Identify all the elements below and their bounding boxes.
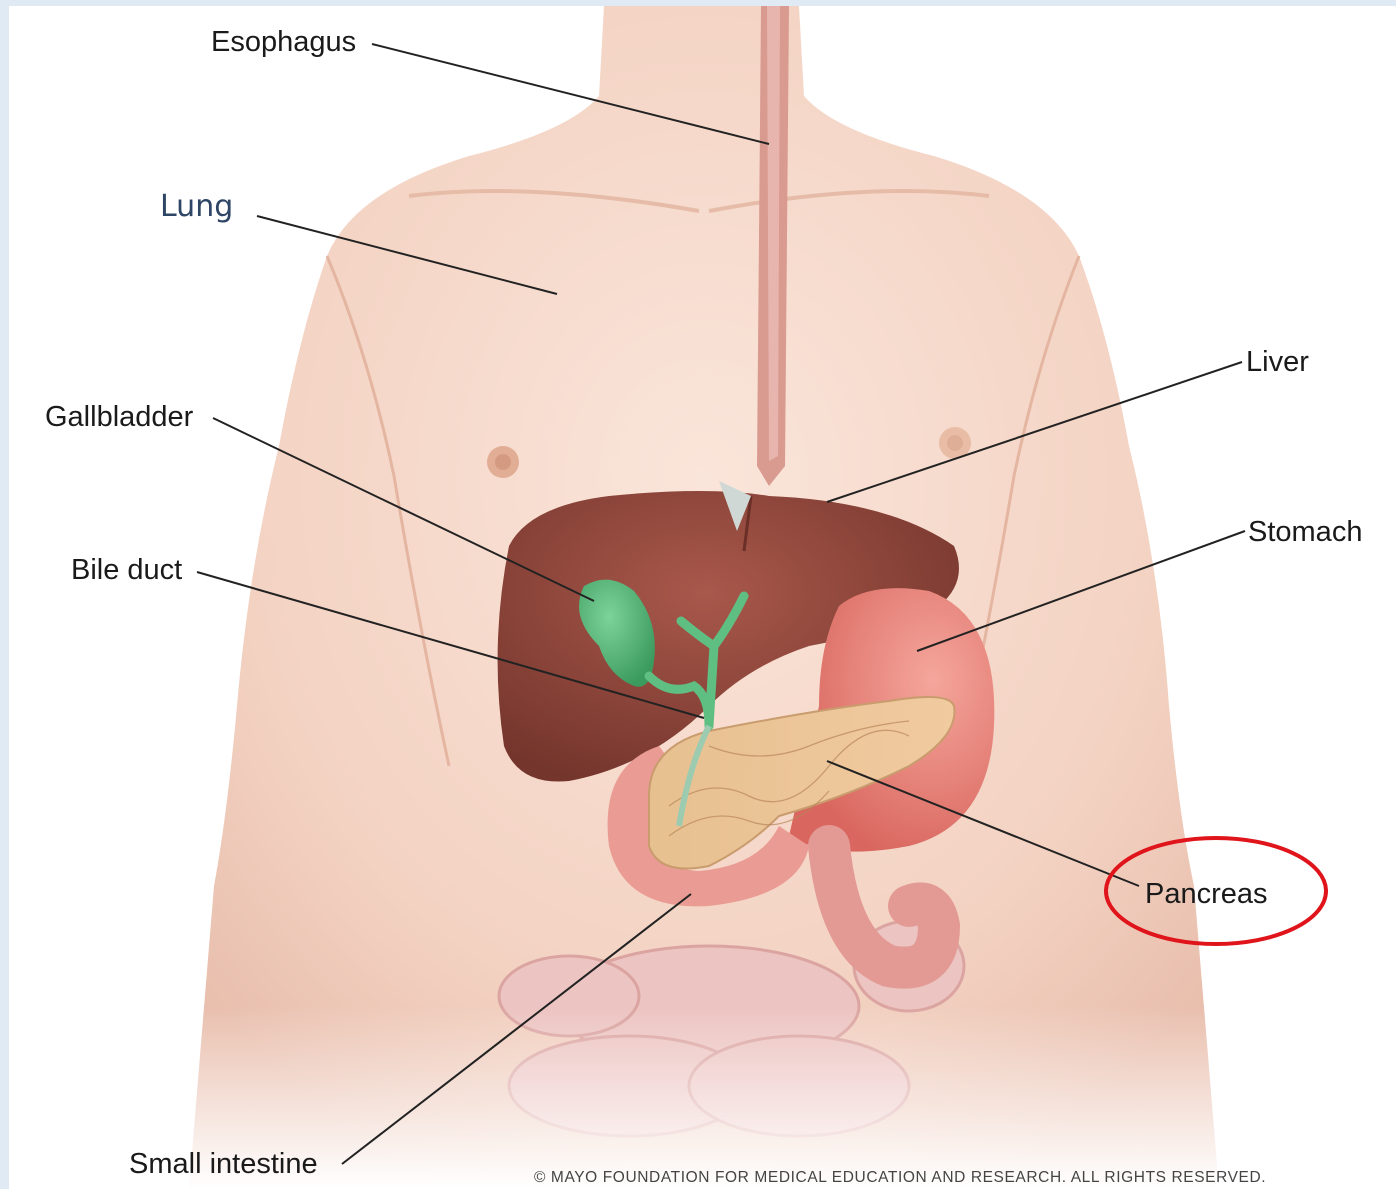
label-small-intestine: Small intestine	[129, 1150, 318, 1179]
label-lung: Lung	[160, 192, 233, 222]
label-liver: Liver	[1246, 348, 1309, 377]
label-stomach: Stomach	[1248, 518, 1362, 547]
copyright-notice: © MAYO FOUNDATION FOR MEDICAL EDUCATION …	[534, 1169, 1266, 1187]
label-gallbladder: Gallbladder	[45, 403, 193, 432]
label-bile-duct: Bile duct	[71, 556, 182, 585]
anatomy-illustration	[9, 6, 1396, 1189]
diagram-frame: Esophagus Lung Gallbladder Bile duct Liv…	[9, 6, 1396, 1189]
label-pancreas: Pancreas	[1145, 880, 1268, 909]
label-esophagus: Esophagus	[211, 28, 356, 57]
